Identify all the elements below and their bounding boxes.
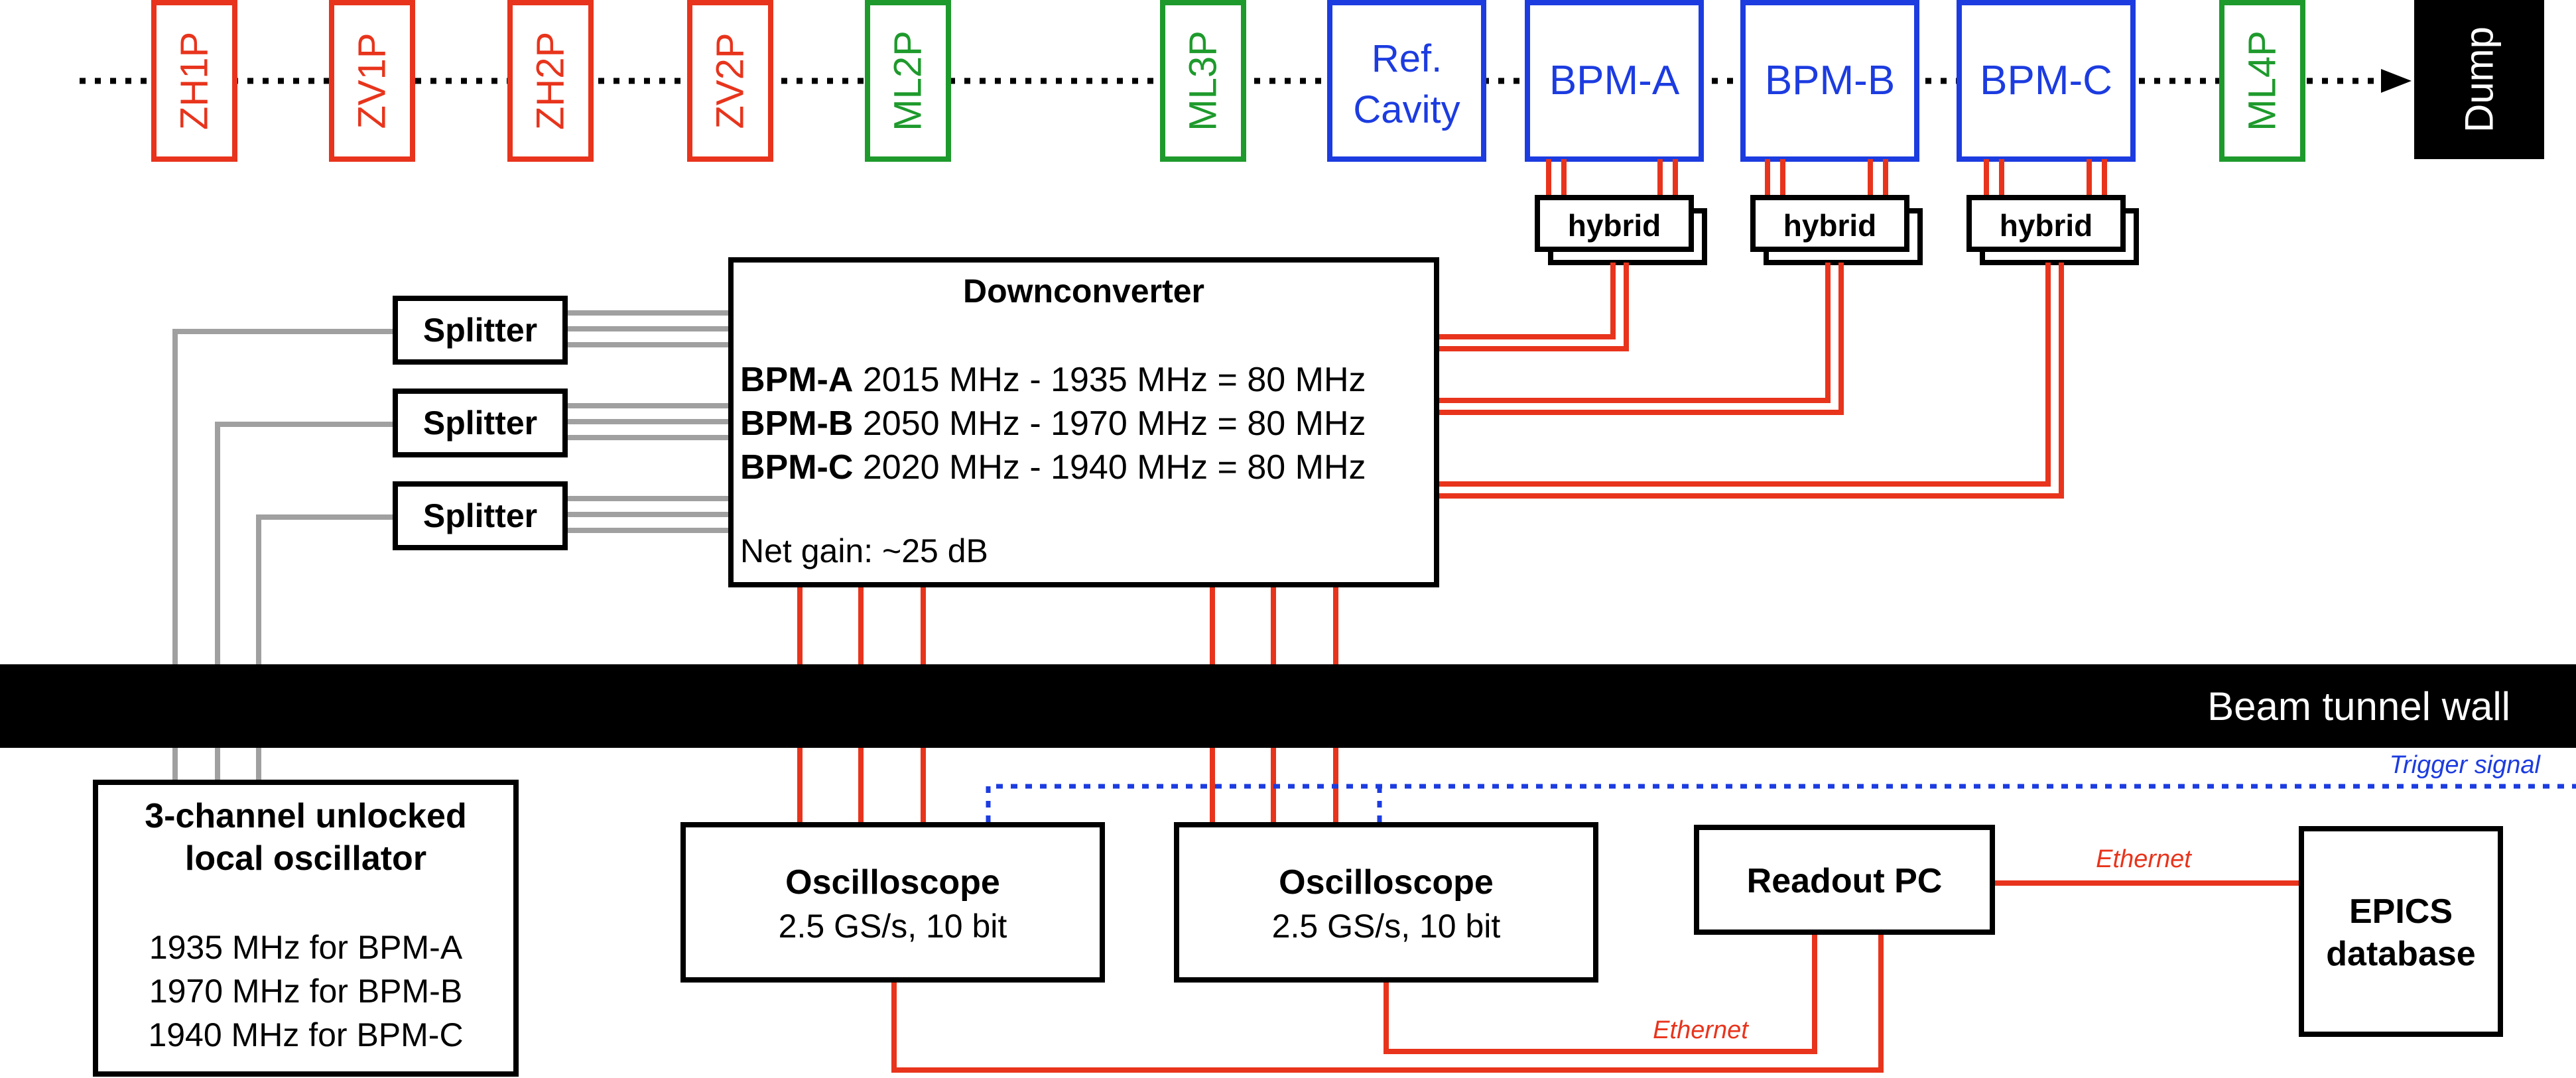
oscillator-freq-a: 1935 MHz for BPM-A [149, 929, 463, 966]
oscilloscope-1: Oscilloscope 2.5 GS/s, 10 bit [680, 822, 1105, 983]
trigger-label: Trigger signal [2390, 751, 2542, 779]
ethernet-label-scopes: Ethernet [1653, 1016, 1749, 1044]
splitter-1: Splitter [393, 296, 568, 365]
corrector-ZV2P: ZV2P [687, 0, 773, 162]
frequency-equation: 2020 MHz - 1940 MHz = 80 MHz [853, 448, 1366, 487]
wall-label: Beam tunnel wall [2207, 684, 2510, 729]
oscilloscope-title: Oscilloscope [785, 863, 1000, 902]
magnet-ML2P: ML2P [865, 0, 951, 162]
trigger-signal: Trigger signal [986, 751, 2576, 822]
epics-database: EPICS database [2299, 826, 2503, 1037]
downconverter-line-b: BPM-B 2050 MHz - 1970 MHz = 80 MHz [740, 404, 1366, 443]
downconverter: Downconverter BPM-A 2015 MHz - 1935 MHz … [728, 257, 1439, 587]
dump-label: Dump [2457, 27, 2502, 133]
ref-cavity-label-line1: Ref. [1372, 37, 1442, 80]
magnet-ML3P: ML3P [1160, 0, 1246, 162]
downconverter-line-c: BPM-C 2020 MHz - 1940 MHz = 80 MHz [740, 448, 1366, 487]
ref-cavity-label-line2: Cavity [1353, 88, 1460, 131]
local-oscillator: 3-channel unlocked local oscillator 1935… [93, 780, 519, 1077]
corrector-label: ZH2P [529, 32, 572, 130]
corrector-ZH2P: ZH2P [507, 0, 594, 162]
hybrid-a: hybrid [1535, 195, 1707, 265]
splitter-2: Splitter [393, 389, 568, 457]
magnet-label: ML3P [1182, 30, 1225, 131]
corrector-ZV1P: ZV1P [329, 0, 415, 162]
downconverter-gain: Net gain: ~25 dB [740, 532, 988, 569]
splitter-label: Splitter [423, 404, 537, 442]
trigger-line [986, 784, 2576, 822]
hybrid-label: hybrid [1568, 208, 1661, 243]
corrector-label: ZV2P [709, 32, 752, 129]
oscillator-freq-c: 1940 MHz for BPM-C [148, 1016, 463, 1053]
readout-pc: Readout PC [1694, 825, 1995, 935]
corrector-label: ZV1P [351, 32, 394, 129]
splitter-label: Splitter [423, 497, 537, 534]
bpm-label: BPM-C [1980, 58, 2112, 103]
hybrid-to-downconverter-cables [1439, 263, 2064, 499]
bpm-to-hybrid-cables [1546, 159, 2107, 196]
corrector-ZH1P: ZH1P [151, 0, 237, 162]
oscilloscope-title: Oscilloscope [1279, 863, 1494, 902]
oscilloscope-2: Oscilloscope 2.5 GS/s, 10 bit [1174, 822, 1598, 983]
bpm-name: BPM-C [740, 448, 853, 487]
splitter-3: Splitter [393, 481, 568, 550]
bpm-name: BPM-A [740, 361, 853, 399]
downconverter-line-a: BPM-A 2015 MHz - 1935 MHz = 80 MHz [740, 361, 1366, 399]
hybrid-label: hybrid [1783, 208, 1877, 243]
bpm-label: BPM-B [1765, 58, 1895, 103]
oscillator-title-line1: 3-channel unlocked [145, 797, 466, 835]
hybrid-c: hybrid [1966, 195, 2139, 265]
bpm-name: BPM-B [740, 404, 853, 443]
magnet-label: ML4P [2241, 30, 2284, 131]
splitter-label: Splitter [423, 312, 537, 349]
epics-label-line1: EPICS [2349, 892, 2453, 931]
hybrid-label: hybrid [2000, 208, 2093, 243]
reference-cavity: Ref. Cavity [1327, 0, 1486, 162]
ethernet-cables [891, 880, 2300, 1073]
oscillator-title-line2: local oscillator [185, 839, 426, 878]
downconverter-title: Downconverter [963, 272, 1204, 310]
beam-dump: Dump [2414, 0, 2544, 159]
bpm-label: BPM-A [1549, 58, 1680, 103]
bpm-a: BPM-A [1525, 0, 1704, 162]
bpm-c: BPM-C [1957, 0, 2136, 162]
frequency-equation: 2015 MHz - 1935 MHz = 80 MHz [853, 361, 1366, 399]
hybrid-b: hybrid [1750, 195, 1923, 265]
bpm-b: BPM-B [1740, 0, 1919, 162]
magnet-label: ML2P [887, 30, 930, 131]
magnet-ML4P: ML4P [2219, 0, 2305, 162]
oscilloscope-spec: 2.5 GS/s, 10 bit [1272, 908, 1501, 945]
frequency-equation: 2050 MHz - 1970 MHz = 80 MHz [853, 404, 1366, 443]
ethernet-label-pc-epics: Ethernet [2096, 845, 2192, 873]
readout-pc-label: Readout PC [1747, 862, 1943, 900]
beam-tunnel-wall: Beam tunnel wall [0, 664, 2576, 748]
epics-label-line2: database [2326, 935, 2475, 973]
oscillator-freq-b: 1970 MHz for BPM-B [149, 973, 462, 1010]
beamline-arrowhead [2381, 69, 2412, 93]
corrector-label: ZH1P [173, 32, 216, 130]
oscilloscope-spec: 2.5 GS/s, 10 bit [779, 908, 1007, 945]
